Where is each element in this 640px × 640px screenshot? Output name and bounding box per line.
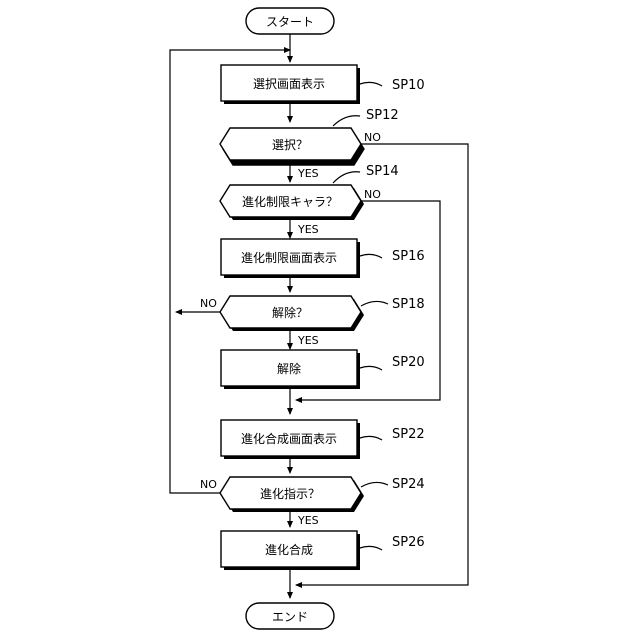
process-sp26: 進化合成 xyxy=(221,531,360,570)
sp20-leader xyxy=(360,366,382,370)
sp24-no-label: NO xyxy=(200,478,217,491)
sp16-text: 進化制限画面表示 xyxy=(241,251,337,265)
sp24-yes-label: YES xyxy=(297,514,319,527)
decision-sp14: 進化制限キャラ？ xyxy=(220,185,364,220)
sp22-id: SP22 xyxy=(392,427,425,442)
sp14-text: 進化制限キャラ？ xyxy=(242,195,338,209)
sp12-no-label: NO xyxy=(364,131,381,144)
sp18-text: 解除？ xyxy=(272,305,308,320)
process-sp10: 選択画面表示 xyxy=(221,65,360,104)
sp12-yes-label: YES xyxy=(297,167,319,180)
sp18-yes-label: YES xyxy=(297,334,319,347)
sp12-id: SP12 xyxy=(366,108,399,123)
process-sp16: 進化制限画面表示 xyxy=(221,239,360,278)
sp12-leader xyxy=(333,116,360,126)
sp18-no-label: NO xyxy=(200,297,217,310)
sp24-id: SP24 xyxy=(392,477,425,492)
decision-sp12: 選択？ xyxy=(220,128,364,165)
end-label: エンド xyxy=(272,610,308,624)
sp22-leader xyxy=(360,436,382,440)
sp10-id: SP10 xyxy=(392,78,425,93)
sp14-yes-label: YES xyxy=(297,223,319,236)
sp24-text: 進化指示？ xyxy=(260,486,320,501)
sp16-id: SP16 xyxy=(392,249,425,264)
process-sp22: 進化合成画面表示 xyxy=(221,420,360,459)
sp26-leader xyxy=(360,546,382,550)
sp20-text: 解除 xyxy=(277,361,301,376)
end-terminal: エンド xyxy=(246,603,334,629)
sp14-id: SP14 xyxy=(366,164,399,179)
decision-sp24: 進化指示？ xyxy=(220,477,364,512)
sp10-leader xyxy=(360,82,382,86)
sp26-text: 進化合成 xyxy=(265,542,313,557)
sp10-text: 選択画面表示 xyxy=(253,77,325,91)
sp20-id: SP20 xyxy=(392,355,425,370)
process-sp20: 解除 xyxy=(221,350,360,389)
sp26-id: SP26 xyxy=(392,535,425,550)
sp14-leader xyxy=(333,172,360,183)
sp14-no-label: NO xyxy=(364,188,381,201)
sp12-text: 選択？ xyxy=(272,138,308,152)
start-terminal: スタート xyxy=(246,8,334,34)
decision-sp18: 解除？ xyxy=(220,296,364,331)
start-label: スタート xyxy=(266,15,314,29)
sp22-text: 進化合成画面表示 xyxy=(241,431,337,446)
sp18-leader xyxy=(361,301,388,306)
sp16-leader xyxy=(360,254,382,258)
sp18-id: SP18 xyxy=(392,297,425,312)
sp24-leader xyxy=(361,482,388,487)
